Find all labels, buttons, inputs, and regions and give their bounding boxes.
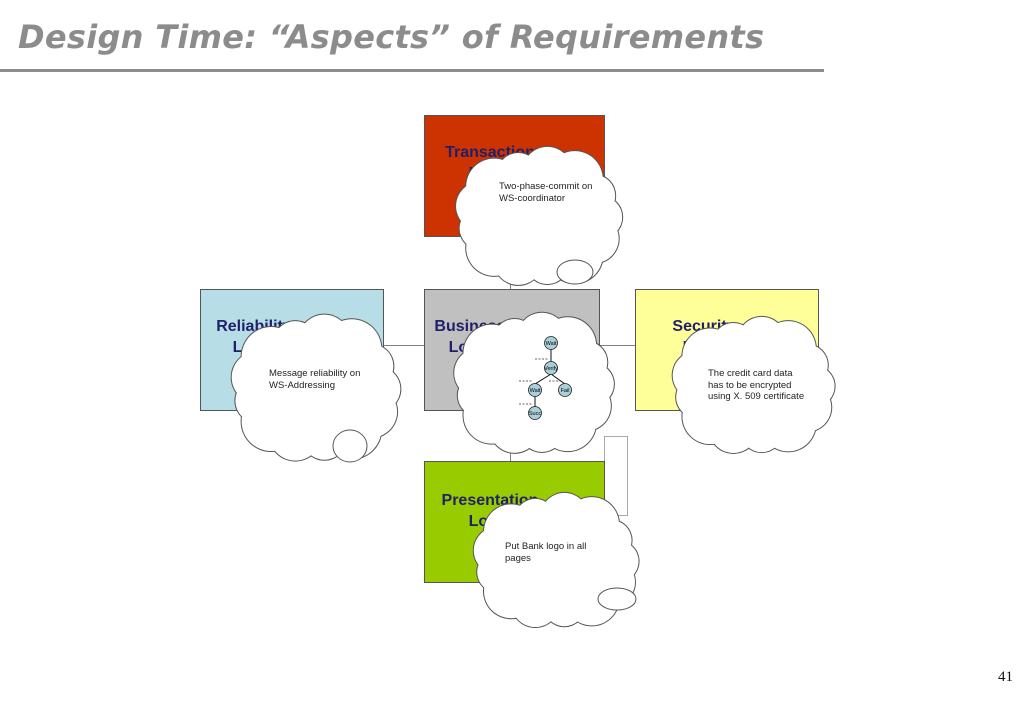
cloud-shape — [455, 145, 624, 286]
workflow-node — [528, 383, 542, 397]
cloud-puffs — [453, 311, 615, 454]
connector-business-security — [599, 345, 636, 346]
reliability-cloud-text: Message reliability on WS-Addressing — [269, 368, 361, 391]
workflow-node-label: Wait — [546, 341, 557, 347]
cloud-puffs — [455, 145, 624, 286]
workflow-node-label: Wait — [530, 388, 541, 394]
cloud-puffs — [472, 491, 640, 629]
workflow-node — [544, 361, 558, 375]
transaction-cloud: Two-phase-commit on WS-coordinator — [455, 145, 625, 290]
cloud-puffs — [671, 315, 836, 454]
slide-title: Design Time: “Aspects” of Requirements — [18, 18, 765, 56]
security-cloud: The credit card data has to be encrypted… — [671, 315, 837, 458]
presentation-cloud: Put Bank logo in all pages — [472, 491, 642, 632]
title-underline — [0, 69, 824, 72]
cloud-body — [478, 171, 602, 264]
workflow-node-label: Succ — [529, 411, 541, 417]
cloud-shape — [230, 313, 402, 463]
cloud-shape — [671, 315, 836, 454]
workflow-edge — [550, 373, 566, 385]
page-number: 41 — [998, 669, 1013, 685]
security-cloud-text: The credit card data has to be encrypted… — [708, 368, 805, 402]
presentation-cloud-text: Put Bank logo in all pages — [505, 541, 587, 564]
cloud-body — [255, 340, 379, 438]
workflow-node — [544, 336, 558, 350]
cloud-puffs — [230, 313, 402, 462]
workflow-node — [558, 383, 572, 397]
cloud-body — [695, 340, 814, 432]
reliability-cloud: Message reliability on WS-Addressing — [230, 313, 402, 466]
transaction-cloud-text: Two-phase-commit on WS-coordinator — [499, 181, 593, 204]
workflow-node — [528, 406, 542, 420]
cloud-body — [495, 516, 619, 607]
cloud-shape — [472, 491, 640, 629]
workflow-node-label: Fail — [561, 388, 570, 394]
connector-reliability-business — [383, 345, 425, 346]
workflow-edge — [534, 373, 552, 385]
workflow-node-label: Verify — [544, 366, 558, 372]
